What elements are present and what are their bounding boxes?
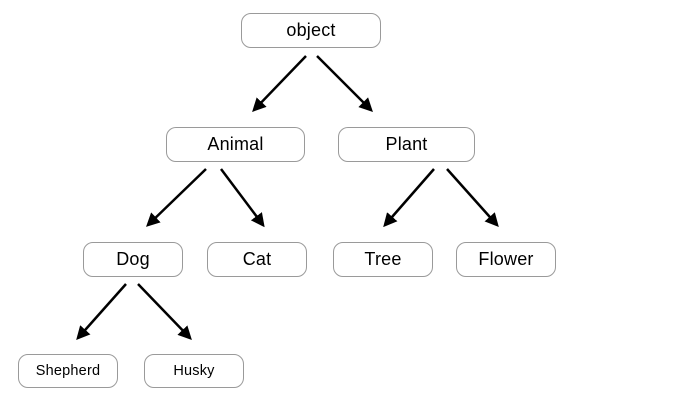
node-dog: Dog [83, 242, 183, 277]
node-object-label: object [286, 20, 336, 40]
node-animal: Animal [166, 127, 305, 162]
node-cat-label: Cat [242, 249, 272, 269]
node-plant: Plant [338, 127, 475, 162]
edge-object-plant [316, 55, 373, 112]
node-animal-label: Animal [207, 134, 264, 154]
node-flower: Flower [456, 242, 556, 277]
edge-dog-husky [137, 283, 192, 340]
edge-dog-shepherd [76, 283, 127, 341]
node-plant-label: Plant [385, 134, 428, 154]
node-husky: Husky [144, 354, 244, 388]
edge-animal-cat [220, 168, 265, 228]
node-dog-label: Dog [116, 249, 150, 269]
node-flower-label: Flower [478, 249, 534, 269]
node-tree: Tree [333, 242, 433, 277]
node-shepherd-label: Shepherd [35, 363, 101, 379]
edge-plant-flower [446, 168, 499, 228]
edge-object-animal [252, 55, 307, 112]
node-shepherd: Shepherd [18, 354, 118, 388]
node-object: object [241, 13, 381, 48]
node-tree-label: Tree [364, 249, 402, 269]
edge-plant-tree [383, 168, 435, 228]
node-husky-label: Husky [173, 363, 215, 379]
edge-animal-dog [146, 168, 207, 227]
node-cat: Cat [207, 242, 307, 277]
